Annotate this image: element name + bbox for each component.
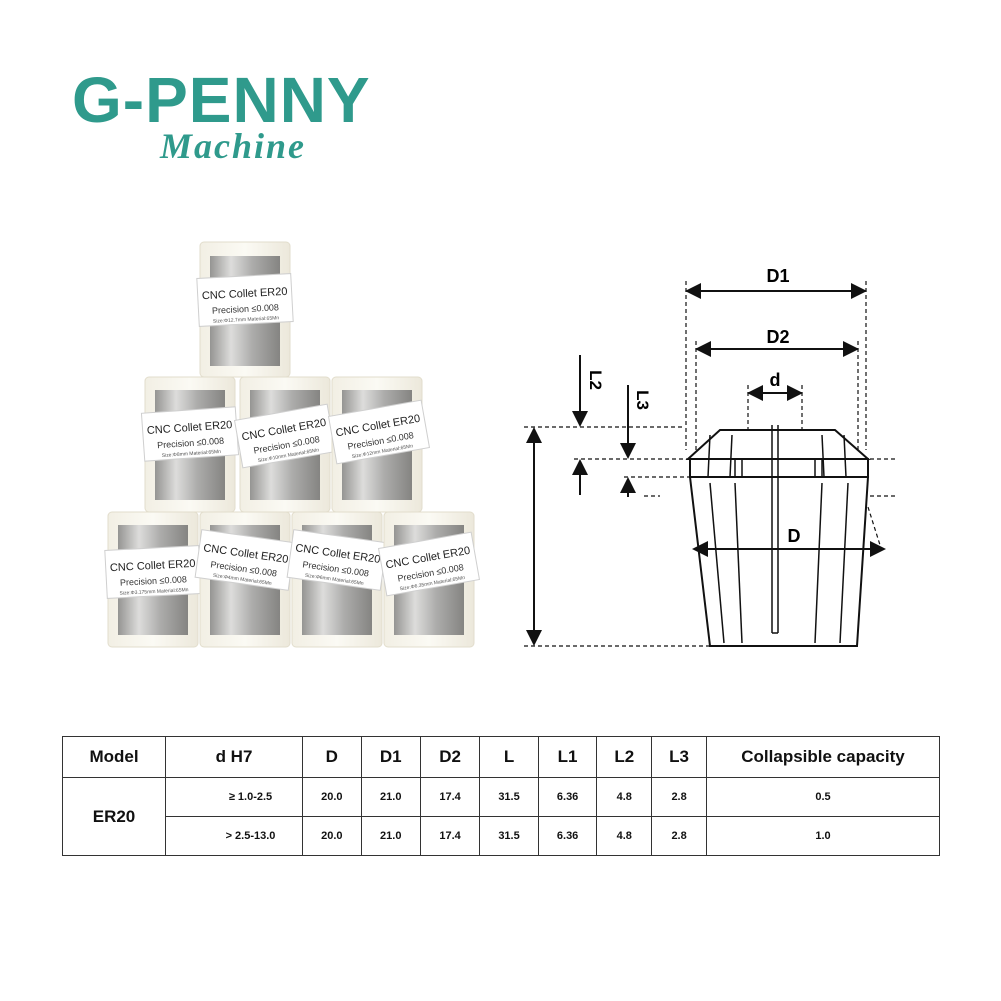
collet-box: CNC Collet ER20 Precision ≤0.008 Size:Φ1… bbox=[327, 376, 431, 513]
size-label: Size:Φ3.175mm Material:65Mn bbox=[119, 587, 188, 597]
header-D: D bbox=[302, 736, 362, 778]
collet-box: CNC Collet ER20 Precision ≤0.008 Size:Φ8… bbox=[140, 376, 240, 513]
header-model: Model bbox=[62, 736, 166, 778]
cell-model: ER20 bbox=[62, 777, 166, 856]
label-D1: D1 bbox=[766, 266, 789, 286]
table-header-row: Model d H7 D D1 D2 L L1 L2 L3 Collapsibl… bbox=[62, 736, 940, 778]
product-photo: CNC Collet ER20 Precision ≤0.008 Size:Φ1… bbox=[104, 241, 480, 648]
collet-dimension-diagram: D1 D2 d L2 L3 D bbox=[524, 266, 898, 647]
brand-logo-title: G-PENNY bbox=[72, 64, 371, 136]
cell-d: ≥ 1.0-2.5 bbox=[165, 777, 303, 817]
label-L3: L3 bbox=[633, 390, 652, 410]
collet-box: CNC Collet ER20 Precision ≤0.008 Size:Φ6… bbox=[286, 511, 388, 648]
collet-box: CNC Collet ER20 Precision ≤0.008 Size:Φ1… bbox=[196, 241, 294, 378]
header-L3: L3 bbox=[651, 736, 707, 778]
cell-D2: 17.4 bbox=[419, 816, 481, 856]
cell-capacity: 1.0 bbox=[706, 816, 940, 856]
header-L: L bbox=[479, 736, 539, 778]
label-L2: L2 bbox=[586, 370, 605, 390]
precision-label: Precision ≤0.008 bbox=[157, 436, 225, 451]
brand-logo-subtitle: Machine bbox=[160, 126, 307, 166]
cell-capacity: 0.5 bbox=[706, 777, 940, 817]
table-row: ER20 ≥ 1.0-2.5 20.0 21.0 17.4 31.5 6.36 … bbox=[62, 777, 940, 856]
collet-box: CNC Collet ER20 Precision ≤0.008 Size:Φ1… bbox=[233, 376, 337, 513]
cell-D1: 21.0 bbox=[360, 777, 421, 817]
cell-D2: 17.4 bbox=[419, 777, 481, 817]
collet-box: CNC Collet ER20 Precision ≤0.008 Size:Φ4… bbox=[194, 511, 296, 648]
header-L2: L2 bbox=[596, 736, 653, 778]
cell-L3: 2.8 bbox=[651, 816, 707, 856]
cell-D: 20.0 bbox=[302, 777, 362, 817]
product-label: CNC Collet ER20 bbox=[110, 558, 196, 574]
size-label: Size:Φ12.7mm Material:65Mn bbox=[213, 315, 280, 324]
cell-D1: 21.0 bbox=[360, 816, 421, 856]
table-row: > 2.5-13.0 20.0 21.0 17.4 31.5 6.36 4.8 … bbox=[63, 816, 940, 856]
cell-D: 20.0 bbox=[302, 816, 362, 856]
size-label: Size:Φ8mm Material:65Mn bbox=[162, 449, 222, 459]
precision-label: Precision ≤0.008 bbox=[212, 302, 279, 315]
product-label: CNC Collet ER20 bbox=[146, 419, 232, 437]
cell-d: > 2.5-13.0 bbox=[165, 816, 303, 856]
header-D1: D1 bbox=[360, 736, 421, 778]
header-collapsible-capacity: Collapsible capacity bbox=[706, 736, 940, 778]
cell-L2: 4.8 bbox=[596, 816, 653, 856]
header-d-h7: d H7 bbox=[165, 736, 303, 778]
cell-L3: 2.8 bbox=[651, 777, 707, 817]
product-label: CNC Collet ER20 bbox=[202, 286, 288, 302]
collet-box: CNC Collet ER20 Precision ≤0.008 Size:Φ6… bbox=[377, 511, 480, 648]
label-D2: D2 bbox=[766, 327, 789, 347]
header-L1: L1 bbox=[537, 736, 598, 778]
precision-label: Precision ≤0.008 bbox=[120, 574, 187, 587]
label-D: D bbox=[788, 526, 801, 546]
header-D2: D2 bbox=[419, 736, 481, 778]
specification-table: Model d H7 D D1 D2 L L1 L2 L3 Collapsibl… bbox=[62, 736, 940, 856]
cell-L: 31.5 bbox=[479, 816, 539, 856]
cell-L2: 4.8 bbox=[596, 777, 653, 817]
collet-box: CNC Collet ER20 Precision ≤0.008 Size:Φ3… bbox=[104, 511, 202, 648]
cell-L: 31.5 bbox=[479, 777, 539, 817]
label-d: d bbox=[770, 370, 781, 390]
collet-slots bbox=[707, 425, 849, 644]
cell-L1: 6.36 bbox=[537, 816, 598, 856]
cell-L1: 6.36 bbox=[537, 777, 598, 817]
